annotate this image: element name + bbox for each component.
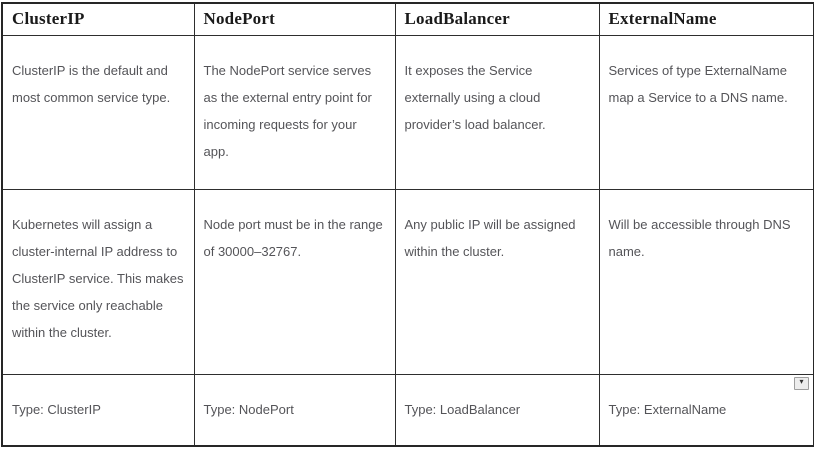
externalname-description-cell: Services of type ExternalName map a Serv… bbox=[598, 34, 814, 190]
cell-text: Kubernetes will assign a cluster-interna… bbox=[12, 216, 184, 340]
header-row: ClusterIP NodePort LoadBalancer External… bbox=[1, 2, 814, 36]
nodeport-description-cell: The NodePort service serves as the exter… bbox=[193, 34, 396, 190]
column-header-loadbalancer: LoadBalancer bbox=[394, 2, 600, 36]
loadbalancer-details-cell: Any public IP will be assigned within th… bbox=[394, 188, 600, 375]
clusterip-details-cell: Kubernetes will assign a cluster-interna… bbox=[1, 188, 195, 375]
cell-text: Type: ExternalName bbox=[608, 401, 727, 417]
dropdown-arrow-icon: ▾ bbox=[799, 377, 804, 386]
column-header-nodeport: NodePort bbox=[193, 2, 396, 36]
nodeport-type-cell: Type: NodePort bbox=[193, 373, 396, 447]
column-header-clusterip: ClusterIP bbox=[1, 2, 195, 36]
cell-text: Type: NodePort bbox=[203, 401, 294, 417]
cell-text: Type: LoadBalancer bbox=[404, 401, 521, 417]
column-header-externalname: ExternalName bbox=[598, 2, 814, 36]
cell-text: Services of type ExternalName map a Serv… bbox=[608, 62, 788, 105]
cell-text: The NodePort service serves as the exter… bbox=[203, 62, 372, 159]
cell-text: ClusterIP is the default and most common… bbox=[12, 62, 171, 105]
details-row: Kubernetes will assign a cluster-interna… bbox=[1, 188, 814, 375]
cell-text: Will be accessible through DNS name. bbox=[608, 216, 791, 259]
externalname-type-cell: ▾ Type: ExternalName bbox=[598, 373, 814, 447]
nodeport-details-cell: Node port must be in the range of 30000–… bbox=[193, 188, 396, 375]
service-types-table: ClusterIP NodePort LoadBalancer External… bbox=[1, 2, 814, 447]
type-dropdown-button[interactable]: ▾ bbox=[794, 376, 809, 390]
description-row: ClusterIP is the default and most common… bbox=[1, 34, 814, 190]
cell-text: Any public IP will be assigned within th… bbox=[404, 216, 576, 259]
externalname-details-cell: Will be accessible through DNS name. bbox=[598, 188, 814, 375]
cell-text: Type: ClusterIP bbox=[12, 401, 101, 417]
cell-text: Node port must be in the range of 30000–… bbox=[203, 216, 383, 259]
cell-text: It exposes the Service externally using … bbox=[404, 62, 546, 132]
clusterip-description-cell: ClusterIP is the default and most common… bbox=[1, 34, 195, 190]
loadbalancer-type-cell: Type: LoadBalancer bbox=[394, 373, 600, 447]
clusterip-type-cell: Type: ClusterIP bbox=[1, 373, 195, 447]
type-row: Type: ClusterIP Type: NodePort Type: Loa… bbox=[1, 373, 814, 447]
loadbalancer-description-cell: It exposes the Service externally using … bbox=[394, 34, 600, 190]
